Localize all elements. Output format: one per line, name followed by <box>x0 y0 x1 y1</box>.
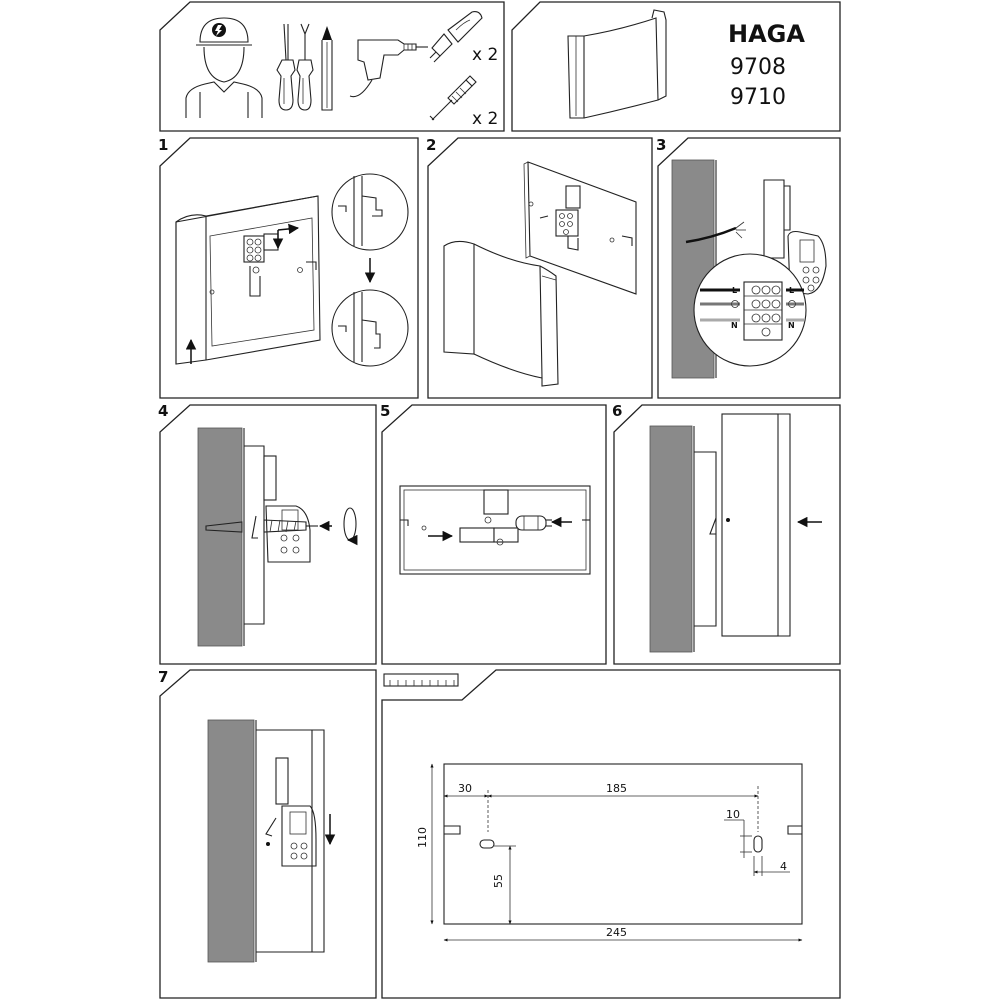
step-2-panel: 2 <box>426 136 653 399</box>
step-number: 1 <box>158 136 168 154</box>
pencil-icon <box>321 26 333 111</box>
dim-width: 245 <box>606 926 627 939</box>
dim-slot: 10 <box>726 808 740 821</box>
step-4-panel: 4 <box>158 402 377 665</box>
product-code-2: 9710 <box>730 85 786 110</box>
step-number: 2 <box>426 136 436 154</box>
step-3-panel: 3 L N L <box>656 136 841 399</box>
step-1-panel: 1 <box>158 136 419 399</box>
dim-height: 110 <box>416 827 429 848</box>
lamp-illustration <box>567 9 667 119</box>
dim-slot-width: 4 <box>780 860 787 873</box>
phillips-screwdriver-icon <box>296 23 314 111</box>
tools-panel: x 2 x 2 <box>159 1 505 132</box>
plug-quantity: x 2 <box>472 109 498 129</box>
dim-hole-height: 55 <box>492 874 505 888</box>
terminal-left-l: L <box>732 286 737 295</box>
dim-offset: 30 <box>458 782 472 795</box>
bulb-quantity: x 2 <box>472 45 498 65</box>
technician-icon <box>185 17 263 118</box>
step-7-panel: 7 <box>158 668 377 999</box>
product-name: HAGA <box>728 20 805 48</box>
wall-plug-screw-icon <box>429 75 477 121</box>
drilling-template-panel: 30 185 10 4 110 55 245 <box>381 669 841 999</box>
step-6-panel: 6 <box>612 402 841 665</box>
product-panel: HAGA 9708 9710 <box>511 1 841 132</box>
g9-bulb-icon <box>429 11 483 63</box>
product-code-1: 9708 <box>730 55 786 80</box>
ruler-icon <box>383 673 459 687</box>
terminal-right-n: N <box>788 321 795 330</box>
step-number: 4 <box>158 402 168 420</box>
step-5-panel: 5 <box>380 402 607 665</box>
terminal-left-n: N <box>731 321 738 330</box>
step-number: 3 <box>656 136 666 154</box>
dim-spacing: 185 <box>606 782 627 795</box>
drill-icon <box>349 39 428 98</box>
flat-screwdriver-icon <box>276 23 296 111</box>
terminal-right-l: L <box>789 286 794 295</box>
step-number: 5 <box>380 402 390 420</box>
step-number: 6 <box>612 402 622 420</box>
step-number: 7 <box>158 668 168 686</box>
